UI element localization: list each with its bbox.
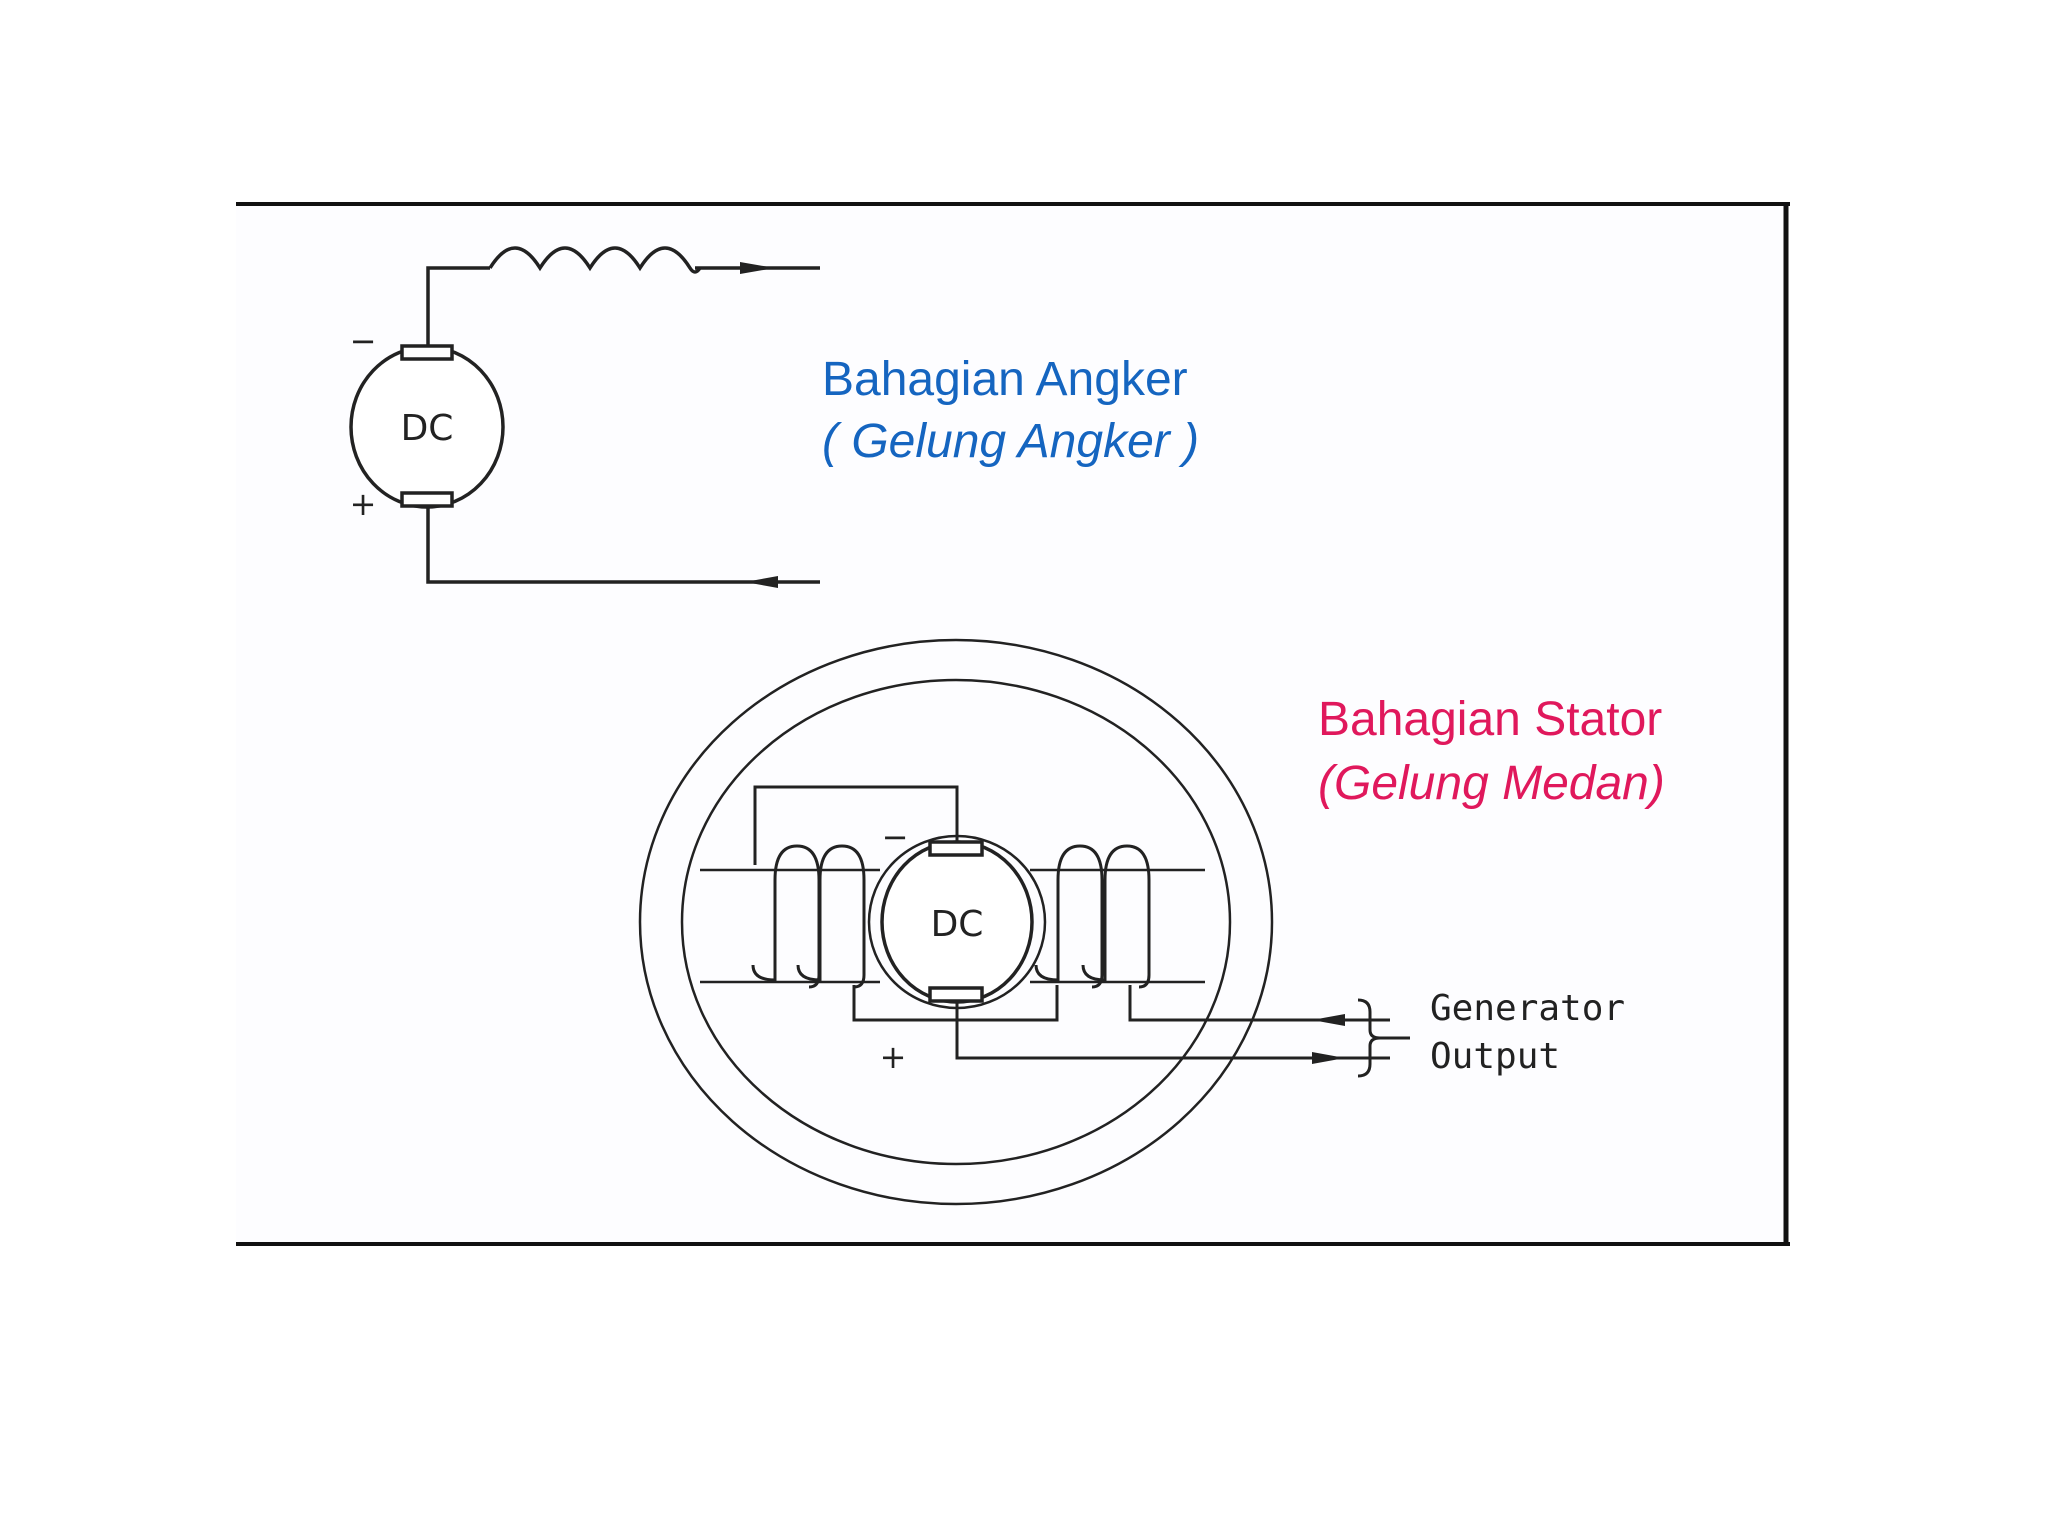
- armature-minus-sign: −: [350, 322, 377, 360]
- generator-output-line2: Output: [1430, 1036, 1560, 1077]
- stator-subtitle: (Gelung Medan): [1318, 757, 1665, 810]
- stator-outer-ring: [638, 638, 1274, 1206]
- armature-brush-top: [400, 344, 454, 361]
- stator-assembly: [638, 638, 1274, 1206]
- left-field-coil: [751, 844, 866, 989]
- armature-bottom-wire: [426, 505, 820, 584]
- armature-plus-sign: +: [350, 485, 377, 523]
- stator-plus-sign: +: [880, 1038, 907, 1076]
- stator-motor-label: DC: [931, 904, 984, 945]
- stator-title: Bahagian Stator: [1318, 693, 1663, 746]
- armature-out-arrow: [740, 262, 775, 274]
- armature-brush-bottom: [400, 491, 454, 508]
- stator-inner-ring: [680, 678, 1232, 1166]
- stator-minus-sign: −: [882, 818, 909, 856]
- diagram-frame: [236, 202, 1790, 1246]
- field-coils: [751, 785, 1390, 1060]
- stator-motor: [867, 834, 1047, 1010]
- armature-title: Bahagian Angker: [822, 353, 1188, 406]
- generator-output-line1: Generator: [1430, 988, 1625, 1029]
- armature-top-wire: [426, 266, 490, 345]
- right-field-coil: [1034, 844, 1151, 989]
- stator-brush-top: [928, 840, 984, 857]
- output-arrow-upper: [1312, 1014, 1345, 1026]
- output-wire-upper: [1128, 985, 1390, 1022]
- output-arrow-lower: [1312, 1052, 1345, 1064]
- armature-in-arrow: [745, 576, 778, 588]
- armature-circuit: [349, 246, 820, 588]
- field-coil-bridge: [753, 785, 959, 865]
- armature-motor-label: DC: [401, 408, 454, 449]
- stator-left-pole: [700, 868, 880, 984]
- output-wire-lower: [955, 1000, 1390, 1060]
- armature-subtitle: ( Gelung Angker ): [822, 415, 1200, 468]
- stator-brush-bottom: [928, 986, 984, 1003]
- stator-motor-housing: [867, 834, 1047, 1010]
- armature-coil: [488, 246, 702, 274]
